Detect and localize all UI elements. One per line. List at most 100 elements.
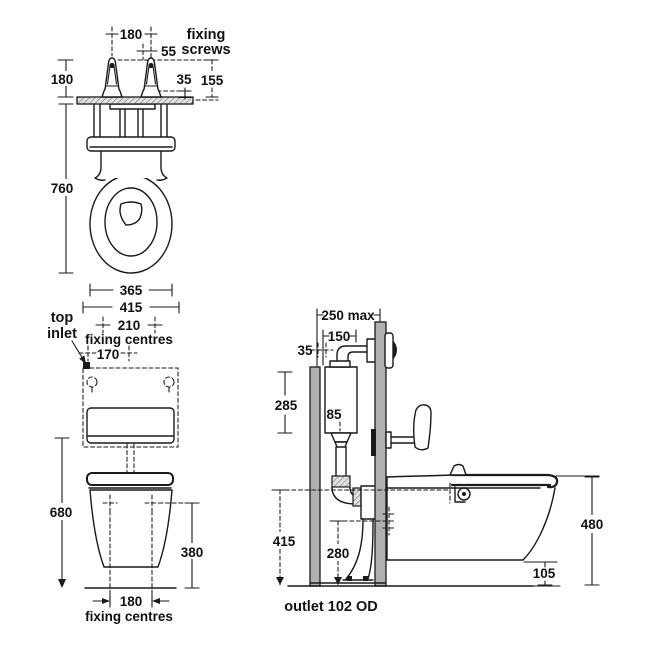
dim-155-ticks	[205, 59, 219, 98]
dim-inlet-centres: 170	[97, 347, 120, 362]
dim-mask	[576, 515, 609, 533]
dim-mask	[45, 503, 77, 520]
pipe-coupling-lower	[352, 487, 362, 507]
seat-hinge-pin-centre	[462, 492, 466, 496]
front-view: 180 55 fixing screws 180 35 155 760 365 …	[46, 26, 231, 315]
back-wall	[309, 366, 321, 587]
outlet-pipe-inner	[345, 518, 364, 580]
top-inlet-arrow-line	[71, 340, 84, 360]
pan-front-curve	[522, 487, 556, 561]
dim-pan-height: 480	[581, 517, 604, 532]
dim-cistern-height: 285	[275, 398, 298, 413]
dim-105-line	[523, 561, 558, 586]
dim-280-arrow	[334, 577, 342, 585]
pan-connector	[360, 485, 377, 520]
flush-feed-outer	[336, 345, 379, 362]
outlet-clip-r	[363, 576, 368, 581]
backrest-pad	[413, 404, 432, 451]
flush-plate	[384, 332, 394, 369]
dim-250-lines	[316, 308, 381, 367]
dim-150-lines	[322, 329, 357, 366]
dim-overall-width: 415	[120, 300, 143, 315]
dim-fixing-height: 380	[181, 545, 204, 560]
dim-upper-centres: 210	[118, 318, 141, 333]
seat-front	[86, 472, 174, 486]
dim-365-line	[89, 283, 173, 297]
dim-mask	[268, 532, 300, 549]
seat-inner-rim	[104, 187, 158, 257]
dim-overall-height: 760	[51, 181, 74, 196]
lower-fixing-centres-label: fixing centres	[85, 609, 173, 624]
fixing-screw-left	[101, 57, 123, 98]
dim-mask	[177, 543, 208, 559]
dim-415-line	[82, 301, 180, 314]
seat-hinge-pin	[457, 487, 471, 501]
frame-crossbar	[86, 136, 176, 152]
pan-right-shoulder	[156, 151, 168, 181]
screw-head	[148, 62, 154, 69]
dim-screw-centres: 180	[120, 27, 143, 42]
outlet-clip-l	[347, 576, 352, 581]
flush-well	[119, 201, 143, 226]
dim-bracket-height: 180	[51, 72, 74, 87]
backrest-bracket	[385, 431, 392, 449]
dim-mask	[46, 179, 78, 196]
cistern-fixing-hole-right	[163, 376, 175, 388]
top-inlet-label-1: top	[51, 310, 74, 326]
outlet-centreline	[329, 506, 396, 536]
side-view: 250 max 150 35 285 85 415 280 outlet 102…	[268, 308, 609, 615]
dim-lower-centres: 180	[120, 594, 143, 609]
dim-screw-offset: 55	[161, 44, 177, 59]
pan-body	[89, 489, 173, 568]
flush-pipe	[335, 446, 347, 477]
screw-head	[109, 62, 115, 69]
flush-valve-neck	[334, 441, 348, 448]
pipe-coupling-upper	[331, 475, 351, 488]
wall-rail	[76, 96, 194, 105]
dim-mask	[322, 544, 354, 561]
seat-nose	[546, 473, 559, 489]
cistern-cap	[329, 360, 351, 368]
dim-285-line	[277, 371, 293, 434]
flush-pipe-hidden	[126, 443, 135, 474]
top-inlet-arrowhead	[79, 355, 86, 364]
dim-wall-gap: 35	[297, 343, 313, 358]
cistern-view: top inlet 210 fixing centres 170 680 380…	[45, 310, 208, 624]
fixing-plate	[109, 103, 156, 110]
seat-hinge-cover	[449, 463, 467, 476]
flush-feed-inner	[347, 351, 379, 362]
concealed-cistern-outline	[82, 367, 179, 448]
dim-180fc-arrow-r	[152, 598, 160, 604]
fixing-screw-right	[140, 57, 162, 98]
frame-struts	[93, 103, 168, 138]
fixing-screws-label-1: fixing	[187, 27, 226, 43]
dim-rail-gap: 35	[176, 72, 192, 87]
backrest-wall-fixing	[371, 429, 376, 456]
dim-outlet-height: 280	[327, 546, 350, 561]
seat-lines	[450, 473, 552, 487]
dim-280-line	[331, 520, 345, 586]
outlet-label: outlet 102 OD	[284, 599, 377, 615]
top-inlet-marker	[83, 362, 90, 369]
bowl-top-mask	[97, 152, 165, 178]
dim-680-arrow	[58, 579, 66, 588]
cistern-body	[324, 366, 358, 434]
seat-hinge-bracket	[454, 486, 466, 503]
dim-inlet-height: 415	[273, 534, 296, 549]
flush-valve	[330, 432, 352, 443]
dim-180fc-arrow-l	[102, 598, 110, 604]
dim-screw-height: 155	[201, 73, 224, 88]
pan-top-line	[386, 474, 453, 478]
access-panel	[86, 407, 175, 444]
pan-left-shoulder	[94, 151, 106, 181]
dim-cistern-height: 680	[50, 505, 73, 520]
dim-duct-depth: 250 max	[321, 308, 375, 323]
fixing-hole-slots	[91, 386, 170, 393]
pan-fixing-hidden-lines	[109, 510, 153, 600]
top-inlet-label-2: inlet	[47, 326, 77, 342]
dim-35-lines	[310, 342, 334, 358]
dim-35-ticks	[178, 87, 192, 100]
pan-fixing-crosses	[102, 494, 197, 512]
cistern-fixing-hole-left	[86, 376, 98, 388]
